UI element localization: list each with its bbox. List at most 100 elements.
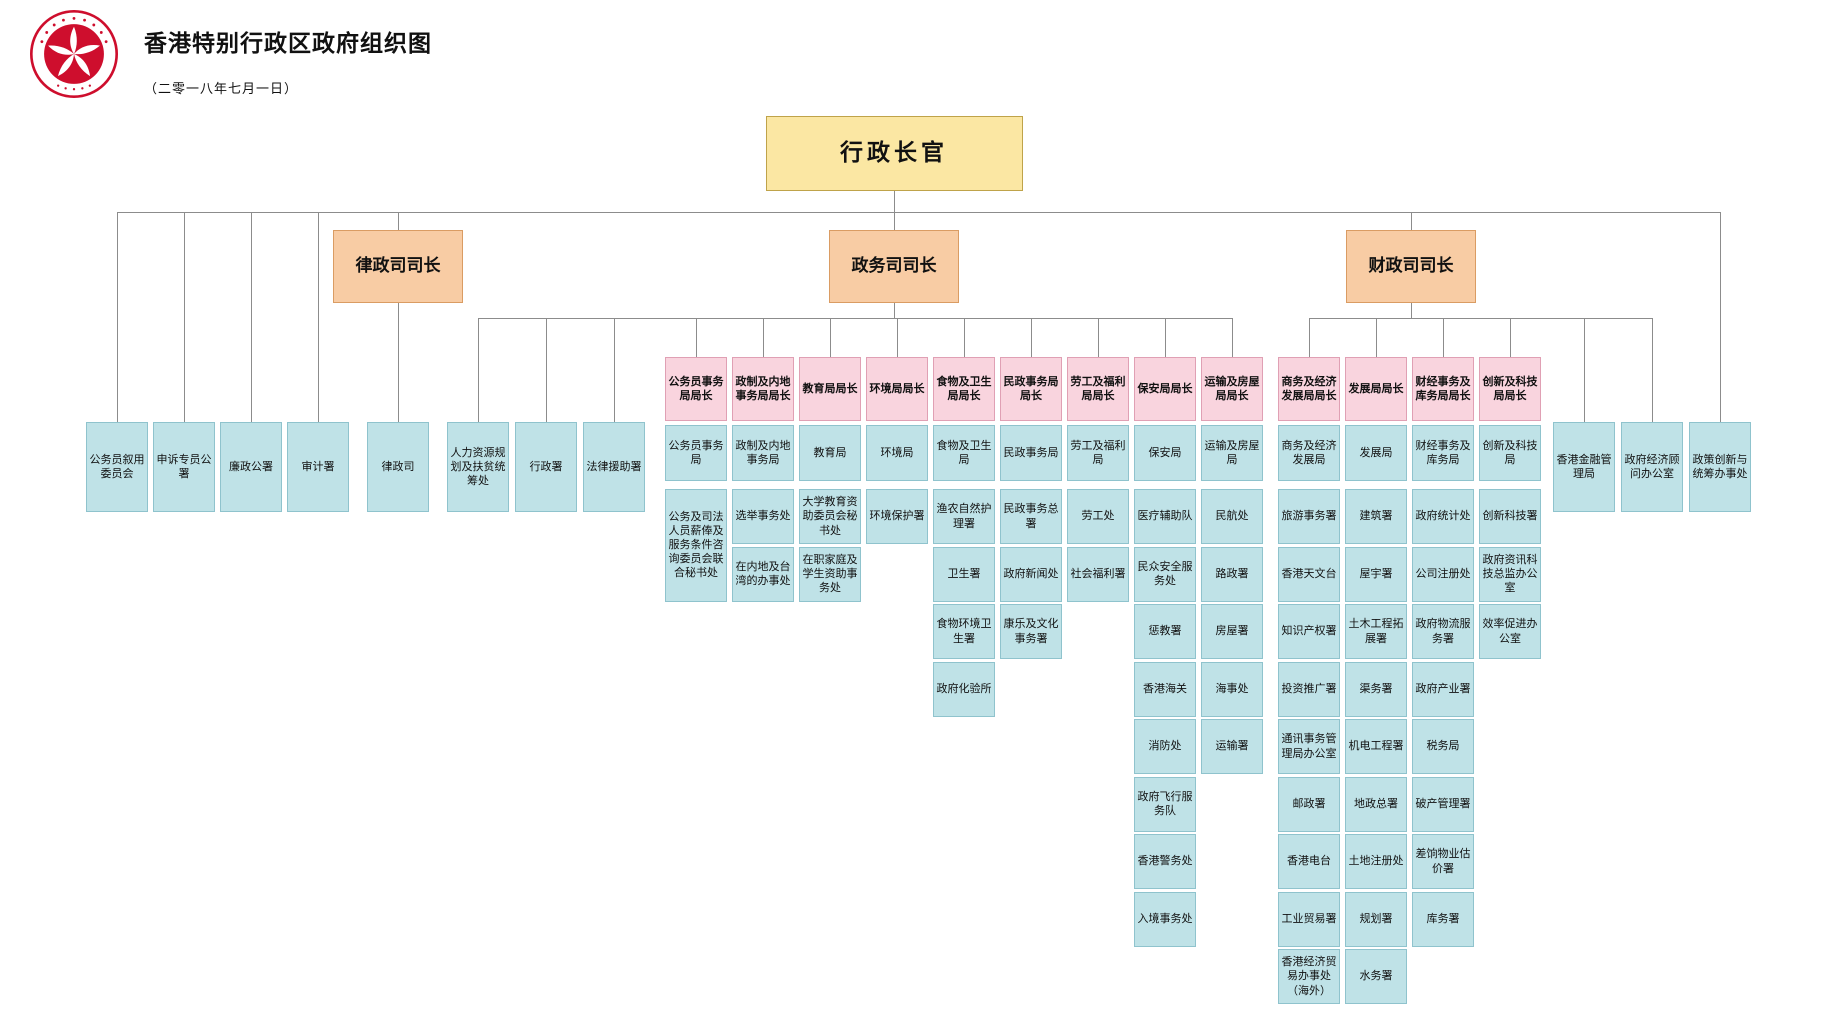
agency-box-label: 香港金融管理局 [1556, 452, 1612, 480]
bureau-head-box-label: 创新及科技局局长 [1482, 374, 1538, 402]
department-box: 税务局 [1412, 719, 1474, 774]
agency-box: 人力资源规划及扶贫统筹处 [447, 422, 509, 512]
agency-box: 审计署 [287, 422, 349, 512]
department-box-label: 库务署 [1426, 911, 1460, 925]
department-box: 劳工处 [1067, 489, 1129, 544]
agency-box-label: 政府经济顾问办公室 [1624, 452, 1680, 480]
department-box: 投资推广署 [1278, 661, 1340, 717]
department-box: 政府化验所 [933, 661, 995, 717]
department-box: 政府物流服务署 [1412, 604, 1474, 659]
bureau-head-box-label: 政制及内地事务局局长 [735, 374, 791, 402]
agency-box-label: 审计署 [301, 459, 335, 473]
department-box-label: 社会福利署 [1070, 566, 1126, 580]
agency-box: 廉政公署 [220, 422, 282, 512]
department-box: 邮政署 [1278, 776, 1340, 832]
bureau-box-label: 发展局 [1359, 445, 1393, 459]
department-box-label: 政府资讯科技总监办公室 [1482, 552, 1538, 595]
agency-box: 政策创新与统筹办事处 [1689, 422, 1751, 512]
department-box-label: 香港警务处 [1137, 854, 1193, 868]
bureau-head-box-label: 发展局局长 [1348, 381, 1404, 395]
connector-line [894, 191, 895, 230]
department-box: 公司注册处 [1412, 546, 1474, 602]
page-subtitle: （二零一八年七月一日） [144, 82, 299, 97]
department-box: 海事处 [1201, 661, 1263, 717]
department-box-label: 土地注册处 [1348, 854, 1404, 868]
connector-line [251, 212, 252, 422]
connector-line [478, 318, 479, 422]
department-box-label: 公司注册处 [1415, 566, 1471, 580]
connector-line [318, 212, 319, 422]
bureau-box-label: 创新及科技局 [1482, 438, 1538, 466]
connector-line [1510, 318, 1511, 357]
agency-box-label: 人力资源规划及扶贫统筹处 [450, 445, 506, 488]
connector-line [1376, 318, 1377, 357]
department-box: 在内地及台湾的办事处 [732, 546, 794, 602]
department-box-label: 屋宇署 [1359, 566, 1393, 580]
bureau-box: 劳工及福利局 [1067, 425, 1129, 481]
connector-line [964, 318, 965, 357]
bureau-box-label: 公务员事务局 [668, 438, 724, 466]
connector-line [897, 318, 898, 357]
department-box-label: 食物环境卫生署 [936, 617, 992, 645]
department-box-label: 大学教育资助委员会秘书处 [802, 495, 858, 537]
agency-box: 行政署 [515, 422, 577, 512]
department-box: 规划署 [1345, 891, 1407, 947]
department-box-label: 环境保护署 [869, 509, 925, 523]
department-box-label: 差饷物业估价署 [1415, 847, 1471, 875]
department-box: 通讯事务管理局办公室 [1278, 719, 1340, 774]
agency-box: 公务员叙用委员会 [86, 422, 148, 512]
department-box-label: 投资推广署 [1281, 681, 1337, 695]
bureau-box: 公务员事务局 [665, 425, 727, 481]
department-box-label: 政府新闻处 [1003, 566, 1059, 580]
connector-line [1411, 212, 1412, 230]
bureau-box: 保安局 [1134, 425, 1196, 481]
connector-line [696, 318, 697, 357]
department-box-label: 房屋署 [1215, 624, 1249, 638]
bureau-box-label: 政制及内地事务局 [735, 438, 791, 466]
bureau-box-label: 环境局 [880, 445, 914, 459]
department-box: 卫生署 [933, 546, 995, 602]
department-box: 旅游事务署 [1278, 489, 1340, 544]
department-box-label: 知识产权署 [1281, 624, 1337, 638]
connector-line [763, 318, 764, 357]
department-box: 消防处 [1134, 719, 1196, 774]
connector-line [894, 303, 895, 318]
connector-line [1443, 318, 1444, 357]
agency-box-label: 政策创新与统筹办事处 [1692, 452, 1748, 480]
agency-box-label: 申诉专员公署 [156, 452, 212, 480]
bureau-box: 民政事务局 [1000, 425, 1062, 481]
department-box-label: 选举事务处 [735, 509, 791, 523]
department-box: 医疗辅助队 [1134, 489, 1196, 544]
bureau-head-box: 食物及卫生局局长 [933, 357, 995, 421]
bureau-box-label: 食物及卫生局 [936, 438, 992, 466]
emblem-ring-text-dots [40, 16, 108, 91]
department-box-label: 医疗辅助队 [1137, 509, 1193, 523]
department-box: 工业贸易署 [1278, 891, 1340, 947]
bureau-head-box: 民政事务局局长 [1000, 357, 1062, 421]
title-block: 香港特别行政区政府组织图 （二零一八年七月一日） [144, 10, 432, 97]
bureau-box: 食物及卫生局 [933, 425, 995, 481]
department-box-label: 香港电台 [1287, 854, 1331, 868]
department-box-label: 入境事务处 [1137, 911, 1193, 925]
department-box: 民航处 [1201, 489, 1263, 544]
department-box-label: 在内地及台湾的办事处 [735, 559, 791, 587]
department-box: 香港经济贸易办事处（海外） [1278, 949, 1340, 1004]
connector-line [830, 318, 831, 357]
agency-box-label: 行政署 [529, 459, 563, 473]
connector-line [1309, 318, 1652, 319]
department-box-label: 劳工处 [1081, 509, 1115, 523]
department-box-label: 运输署 [1215, 739, 1249, 753]
department-box: 房屋署 [1201, 604, 1263, 659]
department-box: 在职家庭及学生资助事务处 [799, 546, 861, 602]
department-box: 选举事务处 [732, 489, 794, 544]
department-box-label: 政府飞行服务队 [1137, 789, 1193, 817]
connector-line [478, 318, 1232, 319]
page-header: 香港特别行政区政府组织图 （二零一八年七月一日） [30, 10, 432, 98]
connector-line [117, 212, 1720, 213]
bureau-head-box-label: 食物及卫生局局长 [936, 374, 992, 402]
department-box: 政府统计处 [1412, 489, 1474, 544]
bureau-head-box: 创新及科技局局长 [1479, 357, 1541, 421]
connector-line [1720, 212, 1721, 422]
bureau-box: 运输及房屋局 [1201, 425, 1263, 481]
department-box-label: 效率促进办公室 [1482, 617, 1538, 645]
